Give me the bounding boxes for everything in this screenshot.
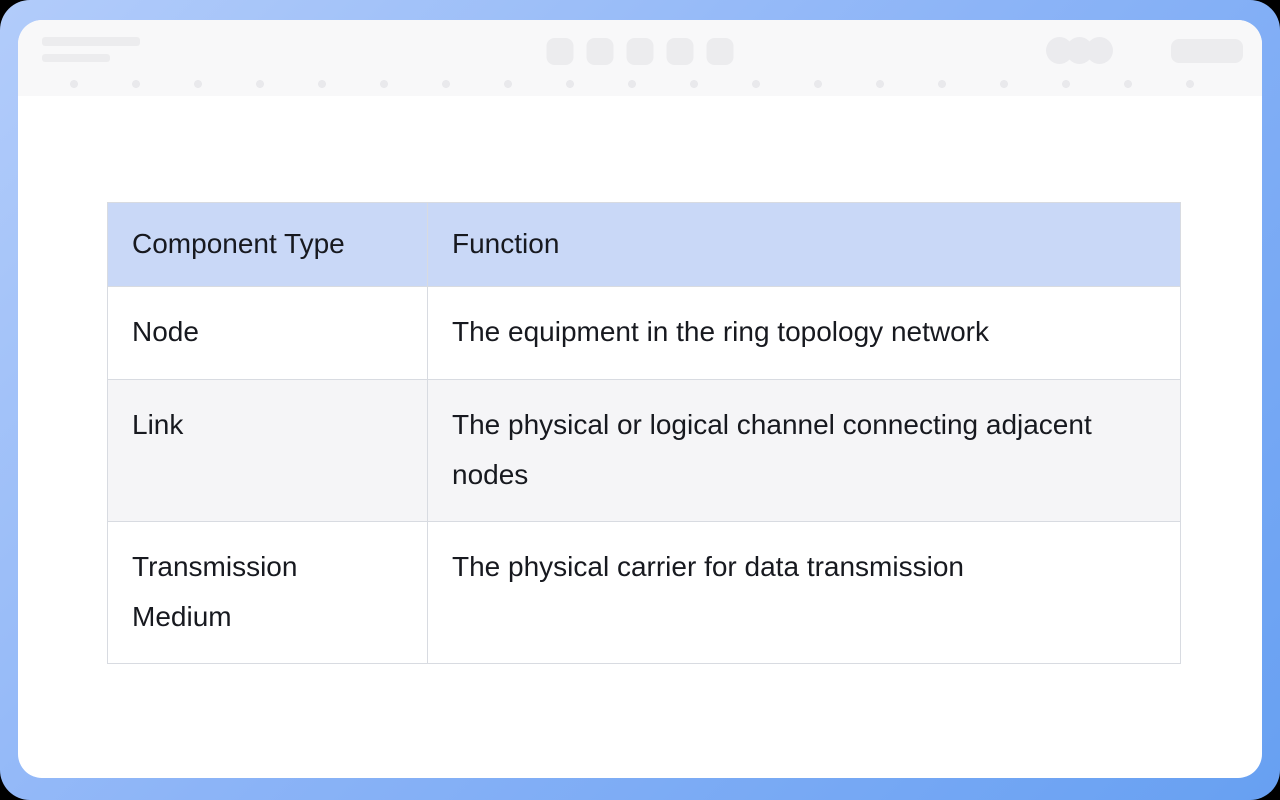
- cell-function: The physical or logical channel connecti…: [427, 379, 1181, 522]
- toolbar-square-icon: [706, 38, 734, 65]
- column-header-component-type: Component Type: [107, 202, 428, 287]
- toolbar-pill-placeholder: [1171, 38, 1243, 63]
- toolbar-dots-strip: [70, 80, 1248, 88]
- toolbar-right-group: [1046, 37, 1243, 64]
- column-header-function: Function: [427, 202, 1181, 287]
- toolbar-circle-placeholders: [1046, 37, 1113, 64]
- table-header-row: Component Type Function: [107, 202, 1181, 287]
- page-content: Component Type Function Node The equipme…: [18, 96, 1262, 664]
- browser-toolbar: [18, 20, 1262, 96]
- cell-component-type: Link: [107, 379, 428, 522]
- toolbar-square-icon: [626, 38, 654, 65]
- title-bar-placeholder: [42, 37, 140, 46]
- cell-function: The physical carrier for data transmissi…: [427, 520, 1181, 664]
- toolbar-circle-icon: [1086, 37, 1113, 64]
- cell-component-type: Transmission Medium: [107, 520, 428, 664]
- browser-window: Component Type Function Node The equipme…: [18, 20, 1262, 778]
- toolbar-button-placeholders: [546, 38, 734, 65]
- cell-function: The equipment in the ring topology netwo…: [427, 286, 1181, 380]
- table-row: Link The physical or logical channel con…: [107, 379, 1181, 522]
- cell-component-type: Node: [107, 286, 428, 380]
- table-row: Transmission Medium The physical carrier…: [107, 520, 1181, 664]
- window-title-placeholder: [42, 37, 140, 62]
- component-function-table: Component Type Function Node The equipme…: [107, 202, 1181, 664]
- table-row: Node The equipment in the ring topology …: [107, 286, 1181, 380]
- toolbar-square-icon: [666, 38, 694, 65]
- subtitle-bar-placeholder: [42, 54, 110, 62]
- toolbar-square-icon: [586, 38, 614, 65]
- toolbar-square-icon: [546, 38, 574, 65]
